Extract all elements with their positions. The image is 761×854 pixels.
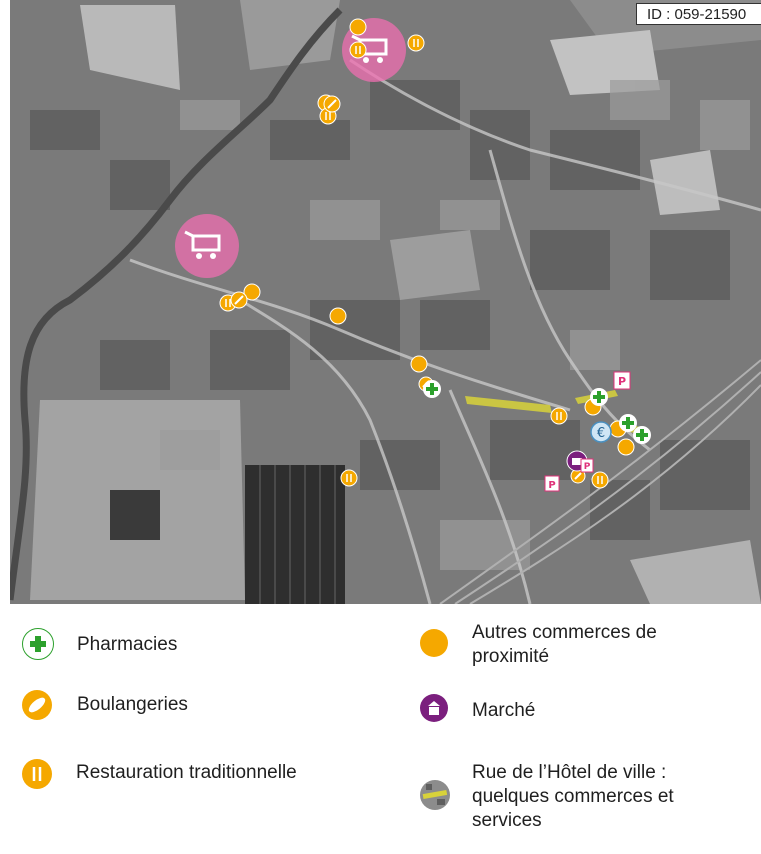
orange-dot-icon bbox=[420, 629, 448, 657]
river bbox=[10, 7, 343, 601]
legend-pharmacies-label: Pharmacies bbox=[77, 634, 178, 655]
map-id-label: ID : 059-21590 bbox=[636, 3, 761, 25]
map-canvas: € P P P bbox=[10, 0, 761, 604]
restaurant-marker bbox=[407, 34, 425, 52]
restaurant-marker bbox=[340, 469, 358, 487]
legend-restauration-label: Restauration traditionnelle bbox=[76, 762, 297, 783]
greenhouse-lines bbox=[259, 465, 336, 604]
restaurant-marker bbox=[550, 407, 568, 425]
supermarket-marker bbox=[175, 214, 239, 278]
parking-marker: P bbox=[613, 371, 631, 390]
commerce-marker bbox=[410, 355, 428, 373]
railway bbox=[439, 359, 761, 604]
field-area bbox=[80, 5, 180, 90]
field-area bbox=[650, 150, 720, 215]
legend-autres-line2: proximité bbox=[472, 646, 550, 667]
commerce-marker bbox=[243, 283, 261, 301]
restaurant-marker bbox=[591, 471, 609, 489]
parking-label: P bbox=[618, 375, 626, 388]
bread-icon bbox=[22, 690, 52, 720]
dark-building bbox=[110, 490, 160, 540]
pharmacy-marker bbox=[423, 380, 441, 398]
parking-marker: P bbox=[580, 458, 594, 473]
legend-autres-line1: Autres commerces de bbox=[472, 622, 657, 643]
legend-rue-line1: Rue de l’Hôtel de ville : bbox=[472, 762, 667, 783]
parking-markers: P P P bbox=[544, 371, 631, 492]
pharmacy-markers bbox=[423, 380, 651, 444]
urban-blocks bbox=[30, 80, 750, 540]
pharmacy-marker bbox=[619, 414, 637, 432]
pharmacy-marker bbox=[633, 426, 651, 444]
field-area bbox=[630, 540, 761, 604]
street-photo-icon bbox=[420, 780, 450, 810]
commerce-marker bbox=[617, 438, 635, 456]
field-area bbox=[550, 30, 660, 95]
bakery-marker bbox=[230, 291, 248, 309]
parking-label: P bbox=[584, 462, 591, 472]
restaurant-marker bbox=[349, 41, 367, 59]
fork-knife-icon bbox=[22, 759, 52, 789]
roads bbox=[129, 58, 761, 604]
pharmacy-marker bbox=[590, 388, 608, 406]
aerial-map[interactable]: € P P P bbox=[10, 0, 761, 604]
legend-boulangeries-label: Boulangeries bbox=[77, 694, 188, 715]
urban-blocks-light bbox=[160, 80, 750, 570]
bakery-marker bbox=[323, 95, 341, 113]
market-stall-icon bbox=[420, 694, 448, 722]
parking-marker: P bbox=[544, 475, 560, 492]
euro-label: € bbox=[597, 426, 605, 441]
greenhouses bbox=[245, 465, 345, 604]
legend-rue-line2: quelques commerces et bbox=[472, 786, 674, 807]
legend-marche-label: Marché bbox=[472, 700, 536, 721]
parking-label: P bbox=[548, 480, 555, 491]
pharmacy-icon bbox=[22, 628, 54, 660]
field-area bbox=[240, 0, 340, 70]
field-area bbox=[390, 230, 480, 300]
legend-rue-line3: services bbox=[472, 810, 542, 831]
commerce-marker bbox=[349, 18, 367, 36]
commerce-marker bbox=[329, 307, 347, 325]
euro-marker: € bbox=[590, 421, 612, 443]
restaurant-markers bbox=[219, 34, 609, 489]
